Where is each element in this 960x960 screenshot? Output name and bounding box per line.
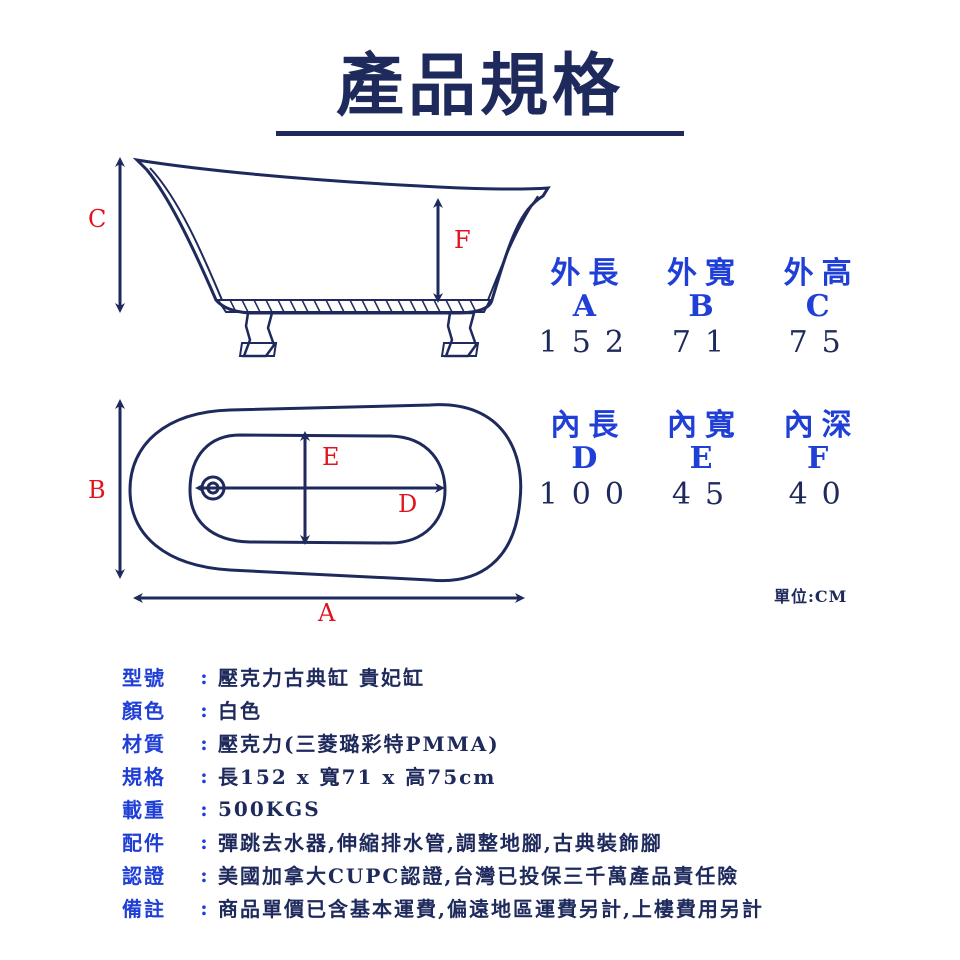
inner-letter: E — [689, 440, 721, 476]
dimension-label-f: F — [454, 226, 471, 254]
tub-top-view — [128, 403, 523, 583]
inner-letter-row: D E F — [530, 440, 880, 476]
info-separator: : — [200, 730, 210, 755]
info-separator: : — [200, 664, 210, 689]
inner-header: 內長 — [550, 408, 627, 443]
info-row-accessories: 配件 : 彈跳去水器,伸縮排水管,調整地腳,古典裝飾腳 — [122, 825, 764, 858]
inner-header-row: 內長 內寬 內深 — [530, 404, 880, 443]
info-row-remarks: 備註 : 商品單價已含基本運費,偏遠地區運費另計,上樓費用另計 — [122, 891, 764, 924]
info-value: 長152 x 寬71 x 高75cm — [218, 765, 497, 789]
page-title: 產品規格 — [335, 46, 624, 126]
outer-header: 外長 — [550, 256, 627, 291]
outer-header: 外寬 — [667, 256, 743, 291]
product-info-list: 型號 : 壓克力古典缸 貴妃缸 顏色 : 白色 材質 : 壓克力(三菱璐彩特PM… — [122, 660, 764, 924]
inner-letter: F — [807, 440, 837, 476]
info-row-model: 型號 : 壓克力古典缸 貴妃缸 — [122, 660, 764, 693]
info-separator: : — [200, 796, 210, 821]
info-row-size: 規格 : 長152 x 寬71 x 高75cm — [122, 759, 764, 792]
info-key: 規格 — [122, 765, 166, 789]
info-key: 配件 — [122, 831, 166, 855]
info-value: 美國加拿大CUPC認證,台灣已投保三千萬產品責任險 — [218, 864, 740, 888]
dimension-label-b: B — [88, 476, 106, 504]
outer-value: 75 — [788, 324, 855, 360]
inner-header: 內寬 — [667, 408, 743, 443]
dimension-table: 外長 外寬 外高 A B C 152 71 75 內長 內寬 內深 D E F … — [530, 252, 880, 512]
outer-header: 外高 — [783, 256, 860, 291]
unit-note: 單位:CM — [774, 587, 848, 606]
info-value: 壓克力古典缸 貴妃缸 — [218, 666, 425, 690]
inner-value: 40 — [788, 476, 855, 512]
info-key: 型號 — [122, 666, 166, 690]
info-key: 材質 — [122, 732, 166, 756]
info-value: 白色 — [218, 699, 262, 723]
outer-header-row: 外長 外寬 外高 — [530, 252, 880, 291]
info-separator: : — [200, 763, 210, 788]
info-value: 500KGS — [218, 796, 321, 821]
inner-value-row: 100 45 40 — [530, 476, 880, 512]
outer-letter: A — [572, 288, 604, 324]
info-value: 商品單價已含基本運費,偏遠地區運費另計,上樓費用另計 — [218, 897, 764, 921]
info-separator: : — [200, 697, 210, 722]
outer-letter: B — [688, 288, 722, 324]
info-key: 顏色 — [122, 699, 166, 723]
info-value: 壓克力(三菱璐彩特PMMA) — [218, 732, 500, 756]
title-divider — [276, 131, 684, 136]
inner-letter: D — [571, 440, 606, 476]
outer-value: 71 — [671, 324, 739, 360]
info-key: 備註 — [122, 897, 166, 921]
outer-value: 152 — [538, 324, 638, 360]
dimension-label-e: E — [322, 443, 340, 471]
dimension-label-d: D — [398, 490, 418, 518]
info-row-material: 材質 : 壓克力(三菱璐彩特PMMA) — [122, 726, 764, 759]
info-value: 彈跳去水器,伸縮排水管,調整地腳,古典裝飾腳 — [218, 831, 663, 855]
tub-side-view — [132, 157, 551, 358]
dimension-label-c: C — [88, 205, 107, 233]
info-separator: : — [200, 862, 210, 887]
info-row-color: 顏色 : 白色 — [122, 693, 764, 726]
info-key: 認證 — [122, 864, 166, 888]
inner-value: 100 — [538, 476, 638, 512]
info-separator: : — [200, 895, 210, 920]
outer-value-row: 152 71 75 — [530, 324, 880, 360]
outer-letter-row: A B C — [530, 288, 880, 324]
info-separator: : — [200, 829, 210, 854]
outer-letter: C — [805, 288, 838, 324]
info-key: 載重 — [122, 798, 166, 822]
inner-header: 內深 — [783, 408, 860, 443]
inner-value: 45 — [671, 476, 739, 512]
info-row-certification: 認證 : 美國加拿大CUPC認證,台灣已投保三千萬產品責任險 — [122, 858, 764, 891]
dimension-label-a: A — [318, 599, 336, 627]
info-row-load: 載重 : 500KGS — [122, 792, 764, 825]
